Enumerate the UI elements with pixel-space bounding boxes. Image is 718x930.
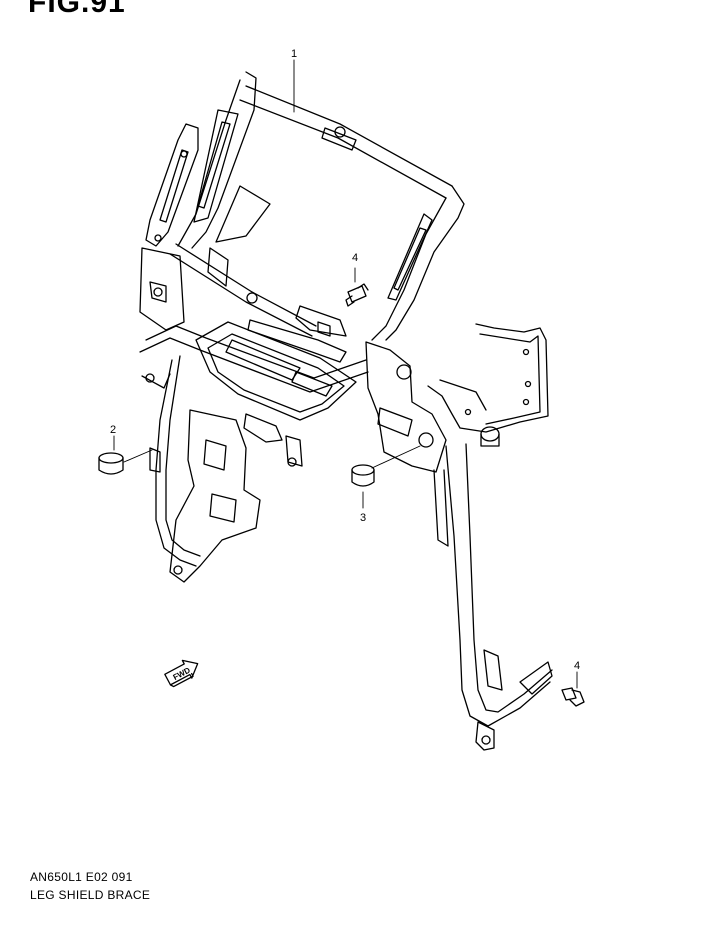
figure-code: AN650L1 E02 091 bbox=[30, 870, 133, 884]
callout-4-upper: 4 bbox=[352, 252, 359, 264]
callout-1: 1 bbox=[291, 48, 298, 60]
fwd-arrow-icon: FWD bbox=[164, 659, 199, 688]
callout-3: 3 bbox=[360, 512, 367, 524]
part-2-cushion bbox=[98, 449, 153, 475]
figure-title: FIG.91 bbox=[28, 0, 126, 19]
callout-4-lower: 4 bbox=[574, 660, 581, 672]
part-3-cushion bbox=[351, 445, 421, 509]
part-4-bolt-upper bbox=[345, 267, 369, 307]
part-4-bolt-lower bbox=[561, 671, 585, 707]
callout-2: 2 bbox=[110, 424, 117, 436]
part-1-leg-shield-brace bbox=[139, 71, 553, 751]
figure-caption: LEG SHIELD BRACE bbox=[30, 888, 151, 902]
